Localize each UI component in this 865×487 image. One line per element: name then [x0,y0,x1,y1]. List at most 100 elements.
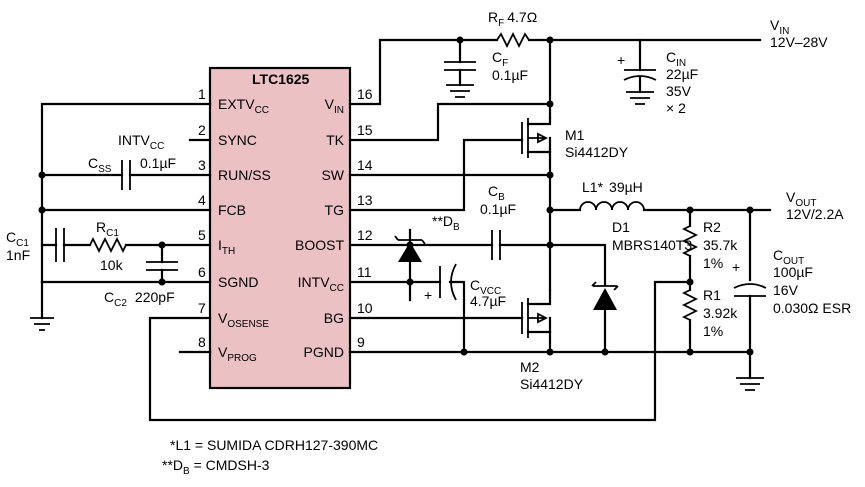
cin-label: CIN [666,49,686,69]
pin-label-left-4: FCB [218,202,246,218]
ground-icon [626,91,654,105]
pin-label-right-15: TK [326,132,345,148]
svg-text:+: + [424,287,432,303]
svg-text:1%: 1% [703,323,723,339]
d1-diode [548,243,619,354]
db-label: **DB [432,213,460,233]
cvcc-label: CVCC [470,277,501,297]
css-label: CSS [88,155,112,175]
l1-inductor [579,201,645,211]
css-capacitor [121,160,131,190]
feedback-divider [148,208,699,422]
svg-text:10k: 10k [100,257,124,273]
pin-label-right-9: PGND [304,344,344,360]
svg-text:Si4412DY: Si4412DY [520,376,584,392]
d1-label: D1 [612,219,630,235]
m1-mosfet [348,116,552,212]
svg-text:+: + [732,259,740,275]
svg-text:+: + [617,52,625,68]
pin-number-left-5: 5 [198,227,206,243]
pin-label-left-2: SYNC [218,132,257,148]
ic-name: LTC1625 [252,71,310,87]
pin-label-left-1: EXTVCC [218,96,269,116]
pin-number-left-7: 7 [198,300,206,316]
m2-label: M2 [520,359,540,375]
svg-text:3.92k: 3.92k [703,305,738,321]
pin-label-right-10: BG [324,310,344,326]
ground-icon [736,377,764,391]
svg-text:× 2: × 2 [666,100,686,116]
ground-icon [30,317,54,331]
ic-body [208,66,352,390]
pin-label-right-11: INTVCC [298,274,344,294]
left-network [30,102,212,354]
svg-text:16V: 16V [773,282,799,298]
svg-text:1%: 1% [703,255,723,271]
pin-number-left-2: 2 [198,122,206,138]
pin-number-left-4: 4 [198,192,206,208]
cb-label: CB [488,183,505,203]
svg-text:35V: 35V [666,83,692,99]
cf-label: CF [492,49,508,69]
pin-number-right-16: 16 [357,86,373,102]
boost-circuit: + [348,228,552,354]
pin-number-right-14: 14 [357,157,373,173]
pin-number-right-13: 13 [357,192,373,208]
intvcc-label: INTVCC [118,132,164,152]
svg-text:Si4412DY: Si4412DY [565,144,629,160]
footnote-l1: *L1 = SUMIDA CDRH127-390MC [170,437,378,453]
pin-number-right-10: 10 [357,300,373,316]
svg-text:100µF: 100µF [773,264,813,280]
ground-icon [446,84,474,98]
vin-label: VIN [770,17,789,37]
svg-text:1nF: 1nF [6,247,30,263]
pin-number-right-15: 15 [357,122,373,138]
pin-number-left-8: 8 [198,334,206,350]
svg-text:MBRS140T3: MBRS140T3 [612,237,692,253]
r2-label: R2 [703,219,721,235]
svg-text:0.1µF: 0.1µF [140,155,176,171]
pin-number-right-9: 9 [357,334,365,350]
svg-text:35.7k: 35.7k [703,237,738,253]
cc2-capacitor [146,261,178,271]
pin-number-right-12: 12 [357,227,373,243]
pin-label-left-5: ITH [218,237,235,257]
pin-label-right-13: TG [325,202,344,218]
cc1-label: CC1 [6,229,29,249]
pin-number-right-11: 11 [357,264,372,280]
pin-label-left-7: VOSENSE [218,310,269,330]
rc1-resistor [89,236,127,254]
pin-number-left-1: 1 [198,86,206,102]
l1-label: L1*39µH [582,179,643,195]
m1-label: M1 [565,127,585,143]
pin-number-left-3: 3 [198,157,206,173]
cout-capacitor: + [732,208,767,354]
footnote-db: **DB = CMDSH-3 [162,457,270,477]
svg-text:0.1µF: 0.1µF [492,67,528,83]
cout-label: COUT [773,247,804,267]
svg-text:4.7µF: 4.7µF [470,293,506,309]
svg-text:22µF: 22µF [666,66,698,82]
pin-label-right-12: BOOST [295,237,344,253]
pin-label-right-16: VIN [325,96,344,116]
svg-text:0.030Ω ESR: 0.030Ω ESR [773,300,851,316]
rf-resistor [496,31,530,49]
pin-label-right-14: SW [321,167,344,183]
m2-mosfet [348,288,552,354]
r1-label: R1 [703,287,721,303]
pin-label-left-6: SGND [218,274,258,290]
pin-number-left-6: 6 [198,264,206,280]
rc1-label: RC1 [96,219,119,239]
pin-label-left-8: VPROG [218,344,257,364]
vout-label: VOUT [786,189,816,209]
cb-capacitor [491,230,501,260]
cc1-capacitor [55,228,65,262]
svg-text:12V/2.2A: 12V/2.2A [786,206,844,222]
cf-capacitor [444,61,476,71]
pin-label-left-3: RUN/SS [218,167,271,183]
